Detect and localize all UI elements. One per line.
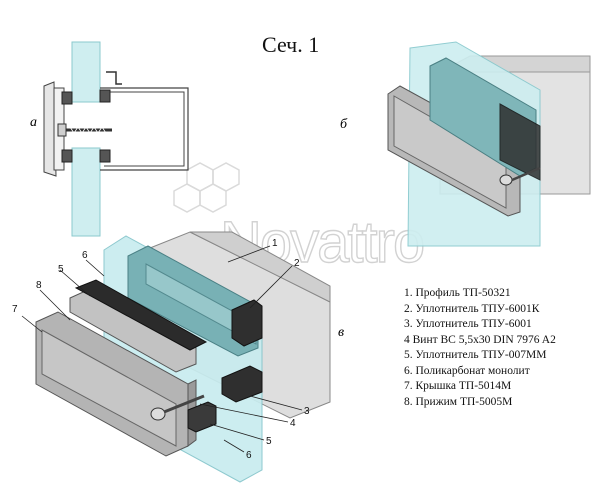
legend-item: 4 Винт ВС 5,5х30 DIN 7976 A2: [404, 333, 556, 346]
callout-8: 8: [36, 280, 42, 291]
section-view-a: [43, 41, 189, 237]
callout-7: 7: [12, 304, 18, 315]
legend-item: 3. Уплотнитель ТПУ-6001: [404, 318, 532, 330]
isometric-view-b: [387, 41, 591, 247]
callout-6-bottom: 6: [246, 450, 252, 461]
watermark-logo: [173, 162, 240, 213]
callout-3: 3: [304, 406, 310, 417]
view-label-b: б: [340, 117, 348, 132]
legend-item: 5. Уплотнитель ТПУ-007ММ: [404, 349, 547, 361]
callout-5-top: 5: [58, 264, 64, 275]
callout-4: 4: [290, 418, 296, 429]
legend-item: 1. Профиль ТП-50321: [404, 287, 511, 299]
exploded-view-v: [35, 231, 331, 483]
callout-2: 2: [294, 258, 300, 269]
view-label-v: в: [338, 325, 344, 340]
legend-item: 8. Прижим ТП-5005М: [404, 395, 513, 408]
view-label-a: а: [30, 115, 37, 130]
parts-legend: 1. Профиль ТП-50321 2. Уплотнитель ТПУ-6…: [404, 286, 556, 410]
callout-5-bottom: 5: [266, 436, 272, 447]
callout-6-top: 6: [82, 250, 88, 261]
section-title: Сеч. 1: [262, 32, 320, 57]
legend-item: 6. Поликарбонат монолит: [404, 364, 530, 377]
callout-leaders: [21, 245, 303, 453]
callout-1: 1: [272, 238, 278, 249]
legend-item: 2. Уплотнитель ТПУ-6001К: [404, 302, 540, 315]
legend-item: 7. Крышка ТП-5014М: [404, 380, 512, 392]
